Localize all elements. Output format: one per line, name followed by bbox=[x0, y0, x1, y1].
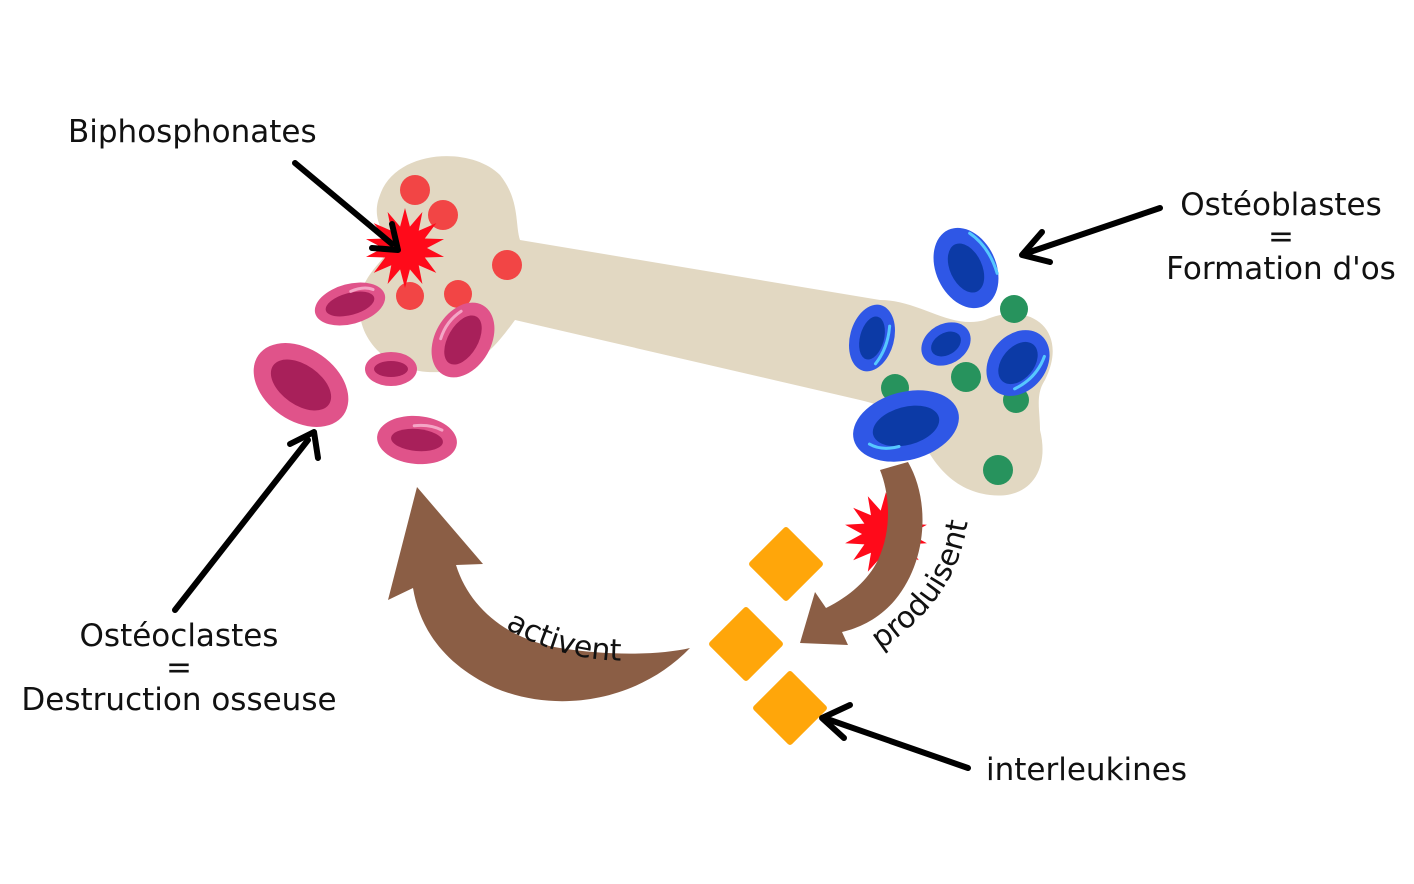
flow-arrow-activent bbox=[388, 487, 690, 702]
pointer-arrows bbox=[172, 160, 1163, 771]
osteoclastes-name: Ostéoclastes bbox=[79, 618, 279, 654]
red-dots bbox=[396, 175, 522, 310]
osteoblastes-name: Ostéoblastes bbox=[1180, 187, 1382, 223]
label-osteoblastes: Ostéoblastes = Formation d'os bbox=[1150, 189, 1412, 285]
osteoblastes-equals: = bbox=[1268, 219, 1294, 255]
osteoclastes-equals: = bbox=[166, 650, 192, 686]
burst-shape bbox=[366, 208, 444, 288]
interleukin-diamond-icon bbox=[749, 527, 823, 601]
osteoblast-cell-icon bbox=[986, 330, 1050, 396]
osteoblast-cells bbox=[848, 227, 1050, 462]
interleukin-diamond-icon bbox=[709, 607, 783, 681]
osteoclastes-role: Destruction osseuse bbox=[21, 682, 337, 718]
osteoblast-cell-icon bbox=[921, 322, 971, 366]
label-biphosphonates: Biphosphonates bbox=[68, 116, 317, 148]
flow-arrow-produisent bbox=[800, 462, 923, 645]
interleukin-diamond-icon bbox=[753, 671, 827, 745]
bone-icon bbox=[359, 156, 1053, 496]
osteoclast-cell-icon bbox=[253, 343, 349, 427]
burst-icon bbox=[366, 208, 444, 288]
osteoblast-cell-icon bbox=[933, 227, 999, 309]
label-osteoclastes: Ostéoclastes = Destruction osseuse bbox=[4, 620, 354, 716]
arrow-icon bbox=[172, 429, 321, 613]
osteoclast-cells bbox=[253, 282, 495, 465]
arrow-icon bbox=[292, 160, 401, 253]
label-biphosphonates-text: Biphosphonates bbox=[68, 114, 317, 150]
arrow-icon bbox=[1019, 205, 1163, 265]
osteoblastes-role: Formation d'os bbox=[1166, 251, 1396, 287]
osteoclast-cell-icon bbox=[314, 282, 386, 326]
interleukin-diamonds bbox=[709, 527, 827, 745]
arrow-icon bbox=[819, 702, 971, 771]
osteoclast-cell-icon bbox=[365, 352, 417, 386]
osteoclast-cell-icon bbox=[377, 415, 457, 465]
label-interleukines: interleukines bbox=[986, 754, 1187, 786]
osteoclast-cell-icon bbox=[431, 302, 495, 378]
osteoblast-cell-icon bbox=[848, 304, 896, 372]
label-interleukines-text: interleukines bbox=[986, 752, 1188, 788]
osteoblast-cell-icon bbox=[853, 390, 959, 462]
